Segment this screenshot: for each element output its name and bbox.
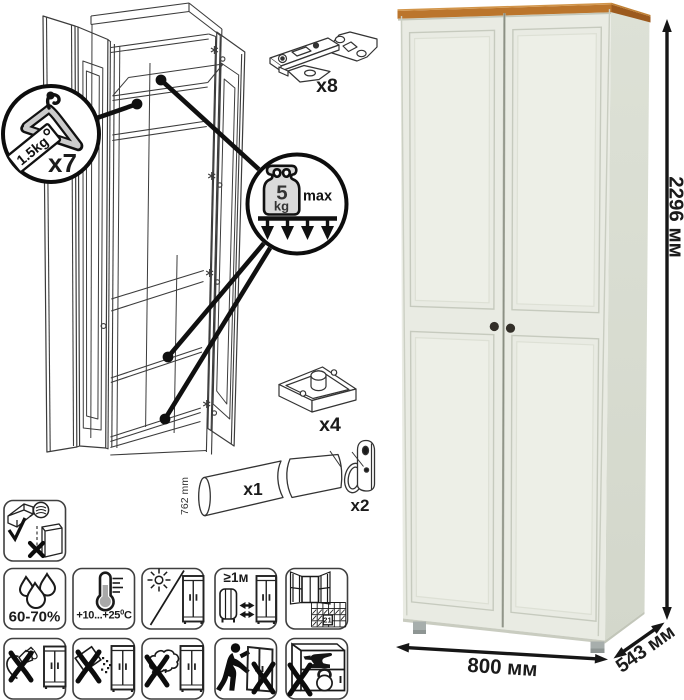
svg-text:x4: x4 [319, 414, 341, 436]
svg-text:800 мм: 800 мм [467, 654, 539, 681]
svg-text:x7: x7 [48, 148, 77, 178]
svg-text:x2: x2 [351, 496, 370, 515]
svg-text:60-70%: 60-70% [9, 609, 61, 626]
svg-text:≥1м: ≥1м [224, 570, 249, 585]
svg-text:5: 5 [276, 182, 287, 205]
svg-text:+10...+250C: +10...+250C [76, 608, 132, 622]
svg-text:max: max [303, 189, 332, 205]
svg-text:x8: x8 [316, 75, 338, 97]
svg-text:762 mm: 762 mm [179, 477, 191, 515]
svg-text:21: 21 [323, 615, 331, 624]
svg-text:x1: x1 [243, 479, 263, 499]
svg-text:2296 мм: 2296 мм [665, 176, 684, 258]
svg-text:kg: kg [274, 199, 289, 214]
